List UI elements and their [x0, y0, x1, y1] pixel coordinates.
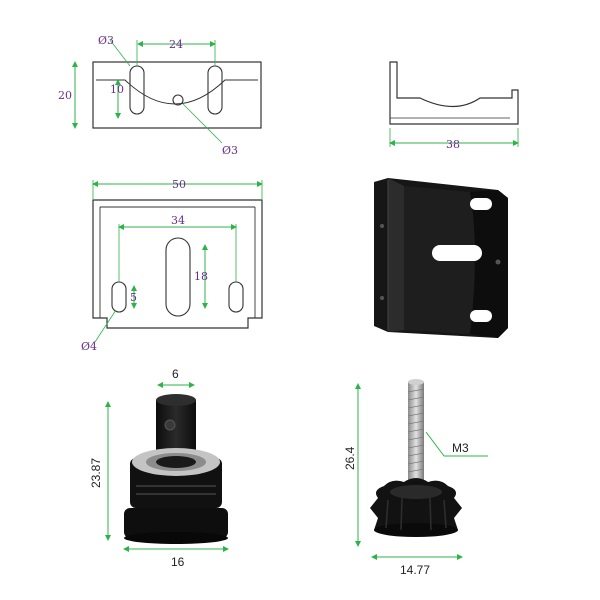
- inner-dim-label: 10: [110, 83, 124, 96]
- leveling-foot-photo: 26.4 M3 14.77: [343, 379, 488, 577]
- slot-spacing-label: 24: [169, 38, 183, 51]
- side-slot-label: 5: [130, 291, 137, 304]
- foot-height-label: 26.4: [343, 446, 357, 470]
- foot-thread-label: M3: [452, 441, 469, 455]
- plate-width-label: 50: [172, 178, 186, 191]
- black-bracket-photo: [374, 178, 508, 338]
- pulley-width-label: 16: [171, 555, 185, 569]
- bracket-height-label: 20: [58, 89, 72, 102]
- pulley-shaft-label: 6: [172, 367, 179, 381]
- profile-width-label: 38: [446, 138, 460, 151]
- center-slot-label: 18: [194, 270, 208, 283]
- top-left-bracket: Ø3 24 20 10 Ø3: [58, 34, 262, 157]
- hole-dia-top-label: Ø3: [98, 34, 114, 47]
- hole-dia-bottom-label: Ø3: [222, 144, 238, 157]
- pulley-photo: 6 23.87 16: [89, 367, 229, 569]
- slot-span-label: 34: [171, 214, 185, 227]
- pulley-height-label: 23.87: [89, 458, 103, 488]
- plate-hole-dia-label: Ø4: [81, 340, 97, 353]
- top-right-profile: 38: [389, 61, 519, 151]
- middle-left-plate: 50 34 18 5 Ø4: [81, 178, 263, 353]
- foot-width-label: 14.77: [400, 563, 430, 577]
